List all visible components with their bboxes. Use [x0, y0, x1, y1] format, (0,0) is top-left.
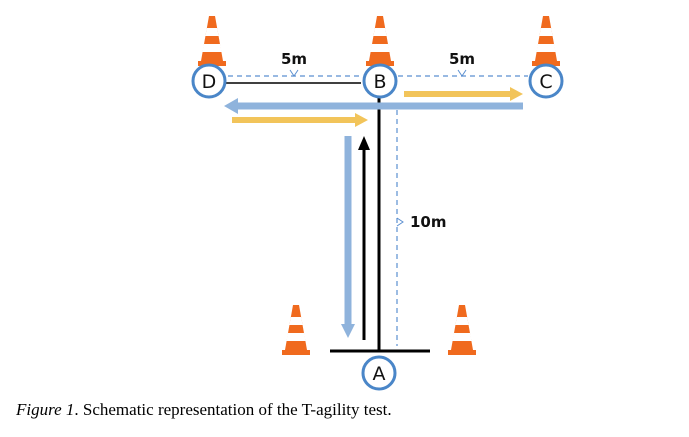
- node-b-label: B: [373, 71, 386, 93]
- node-c-label: C: [539, 71, 552, 93]
- node-d: D: [191, 63, 227, 99]
- arrowhead-blue-b-to-a: [341, 324, 355, 338]
- arrowhead-yellow-b-to-c: [510, 87, 523, 101]
- arrowhead-blue-c-to-d: [224, 98, 238, 114]
- node-c: C: [528, 63, 564, 99]
- caption-text: . Schematic representation of the T-agil…: [74, 400, 392, 419]
- brace-b-c: [457, 69, 467, 77]
- node-d-label: D: [202, 71, 217, 93]
- distance-label-d-b: 5m: [281, 50, 307, 68]
- brace-b-a: [396, 217, 404, 227]
- node-a-label: A: [373, 363, 386, 385]
- figure-label: Figure 1: [16, 400, 75, 419]
- traffic-cone-icon: [366, 16, 394, 66]
- node-b: B: [362, 63, 398, 99]
- traffic-cone-icon: [198, 16, 226, 66]
- traffic-cone-icon: [532, 16, 560, 66]
- arrowhead-black-a-to-b: [358, 136, 370, 150]
- node-a: A: [361, 355, 397, 391]
- traffic-cone-icon: [448, 305, 476, 355]
- distance-label-a-b: 10m: [410, 213, 447, 231]
- traffic-cone-icon: [282, 305, 310, 355]
- distance-label-b-c: 5m: [449, 50, 475, 68]
- brace-d-b: [289, 69, 299, 77]
- figure-caption: Figure 1. Schematic representation of th…: [16, 400, 392, 420]
- arrowhead-yellow-d-to-b: [355, 113, 368, 127]
